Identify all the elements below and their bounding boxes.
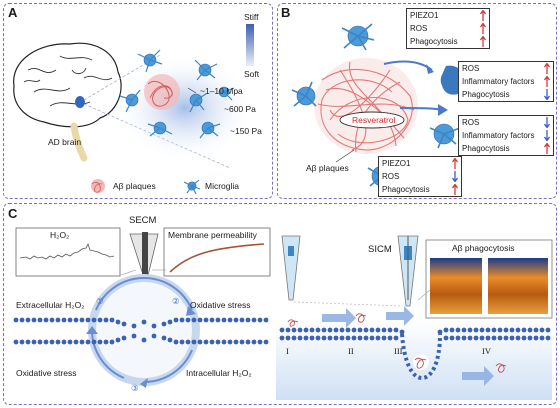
down-arrow-icon bbox=[544, 89, 550, 100]
marker-label: PIEZO1 bbox=[382, 159, 411, 168]
h2o2-trace-line bbox=[19, 242, 115, 260]
marker-label: Phagocytosis bbox=[462, 144, 510, 153]
up-arrow-icon bbox=[544, 143, 550, 154]
marker-label: ROS bbox=[462, 64, 480, 73]
marker-label: Inflammatory factors bbox=[462, 77, 535, 86]
marker-label: ROS bbox=[462, 118, 480, 127]
h2o2-trace-frame bbox=[15, 227, 121, 277]
panel-c bbox=[3, 203, 557, 405]
plaque-fragment-icon bbox=[287, 313, 507, 373]
marker-label: PIEZO1 bbox=[410, 11, 439, 20]
stiffness-value-1: ~1–10 Mpa bbox=[200, 86, 243, 96]
secm-title: SECM bbox=[129, 215, 157, 226]
marker-row: ROS bbox=[459, 62, 553, 75]
sicm-title: SICM bbox=[368, 244, 392, 255]
up-arrow-icon bbox=[544, 76, 550, 87]
marker-row: ROS bbox=[459, 116, 553, 129]
intracellular-h2o2-label: Intracellular H₂O₂ bbox=[186, 368, 252, 378]
up-arrow-icon bbox=[544, 63, 550, 74]
marker-label: ROS bbox=[382, 172, 400, 181]
stiffness-value-3: ~150 Pa bbox=[230, 126, 262, 136]
down-arrow-icon bbox=[544, 130, 550, 141]
permeability-curve bbox=[169, 243, 265, 273]
stage-label-2: II bbox=[348, 346, 354, 356]
cycle-step-2: ② bbox=[172, 296, 180, 306]
marker-row: Phagocytosis bbox=[407, 35, 489, 48]
membrane-permeability-label: Membrane permeability bbox=[168, 230, 257, 240]
marker-box-4: PIEZO1 ROS Phagocytosis bbox=[378, 156, 462, 197]
phago-title: Aβ phagocytosis bbox=[452, 243, 515, 253]
marker-row: PIEZO1 bbox=[379, 157, 461, 170]
extracellular-h2o2-label: Extracellular H₂O₂ bbox=[16, 300, 85, 310]
sicm-pipette-icon bbox=[397, 235, 419, 307]
marker-label: Phagocytosis bbox=[382, 185, 430, 194]
stiff-label: Stiff bbox=[244, 12, 259, 22]
marker-row: Phagocytosis bbox=[459, 142, 553, 155]
marker-label: Inflammatory factors bbox=[462, 131, 535, 140]
marker-box-2: ROS Inflammatory factors Phagocytosis bbox=[458, 61, 554, 102]
marker-label: Phagocytosis bbox=[410, 37, 458, 46]
marker-label: Phagocytosis bbox=[462, 90, 510, 99]
resveratrol-oval bbox=[339, 111, 405, 129]
up-arrow-icon bbox=[480, 36, 486, 47]
marker-label: ROS bbox=[410, 24, 428, 33]
phago-image-1 bbox=[430, 258, 482, 314]
legend-plaque-icon bbox=[91, 179, 105, 193]
marker-row: ROS bbox=[379, 170, 461, 183]
marker-box-1: PIEZO1 ROS Phagocytosis bbox=[406, 8, 490, 49]
brain-icon bbox=[13, 42, 122, 162]
marker-box-3: ROS Inflammatory factors Phagocytosis bbox=[458, 115, 554, 156]
oxidative-stress-bottom-label: Oxidative stress bbox=[16, 368, 77, 378]
panel-a bbox=[3, 3, 273, 199]
marker-row: Phagocytosis bbox=[379, 183, 461, 196]
cycle-step-3: ③ bbox=[131, 383, 139, 393]
permeability-frame bbox=[163, 227, 271, 277]
resveratrol-label: Resveratrol bbox=[352, 115, 396, 125]
phago-image-2 bbox=[488, 258, 548, 314]
panel-c-letter: C bbox=[8, 206, 18, 221]
amyloid-plaque-icon bbox=[144, 74, 180, 110]
marker-row: PIEZO1 bbox=[407, 9, 489, 22]
soft-label: Soft bbox=[244, 69, 260, 79]
membrane-bilayer-right bbox=[279, 327, 551, 341]
marker-row: Phagocytosis bbox=[459, 88, 553, 101]
h2o2-label: H₂O₂ bbox=[50, 230, 70, 240]
up-arrow-icon bbox=[480, 23, 486, 34]
stage-label-4: IV bbox=[482, 346, 491, 356]
panel-b-letter: B bbox=[281, 5, 291, 20]
brain-label: AD brain bbox=[48, 137, 82, 147]
stage-label-1: I bbox=[286, 346, 289, 356]
membrane-bilayer-left bbox=[13, 317, 269, 345]
panel-a-letter: A bbox=[8, 5, 18, 20]
panel-b bbox=[277, 3, 557, 199]
secm-probe-icon bbox=[129, 232, 159, 286]
sicm-pipette-icon bbox=[281, 235, 301, 301]
up-arrow-icon bbox=[452, 158, 458, 169]
stiffness-gradient-bar bbox=[246, 24, 254, 66]
legend-microglia-label: Microglia bbox=[205, 181, 240, 191]
down-arrow-icon bbox=[452, 171, 458, 182]
marker-row: Inflammatory factors bbox=[459, 75, 553, 88]
oxidative-stress-top-label: Oxidative stress bbox=[190, 300, 251, 310]
down-arrow-icon bbox=[544, 117, 550, 128]
cycle-step-1: ① bbox=[96, 296, 104, 306]
marker-row: ROS bbox=[407, 22, 489, 35]
marker-row: Inflammatory factors bbox=[459, 129, 553, 142]
up-arrow-icon bbox=[452, 184, 458, 195]
legend-microglia-icon bbox=[183, 179, 201, 195]
legend-plaques-label: Aβ plaques bbox=[113, 181, 156, 191]
panel-b-plaques-label: Aβ plaques bbox=[306, 163, 349, 173]
stage-label-3: III bbox=[394, 346, 403, 356]
stiffness-value-2: ~600 Pa bbox=[224, 104, 256, 114]
up-arrow-icon bbox=[480, 10, 486, 21]
